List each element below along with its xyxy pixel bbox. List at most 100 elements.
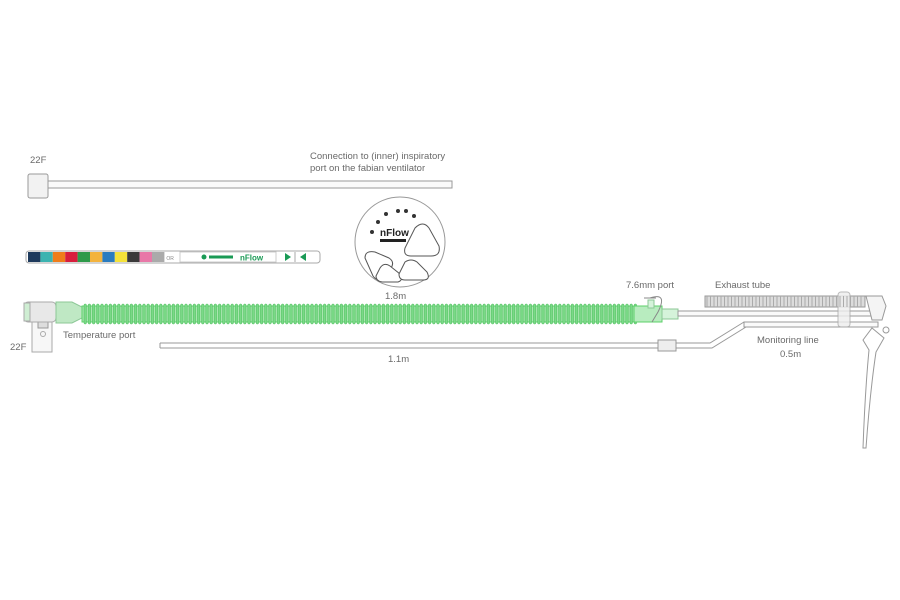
tube-rib: [134, 303, 138, 325]
tube-rib: [432, 303, 436, 325]
expiratory-tubing: [159, 310, 879, 352]
tube-rib: [209, 303, 213, 325]
tube-rib: [323, 303, 327, 325]
color-cell: [40, 252, 53, 262]
tube-rib: [138, 303, 142, 325]
tube-rib: [344, 303, 348, 325]
tube-rib: [197, 303, 201, 325]
tube-rib: [251, 303, 255, 325]
tube-rib: [415, 303, 419, 325]
tube-rib: [402, 303, 406, 325]
tube-rib: [369, 303, 373, 325]
tube-rib: [255, 303, 259, 325]
tube-rib: [587, 303, 591, 325]
tube-rib: [512, 303, 516, 325]
tube-rib: [495, 303, 499, 325]
label-connection-line2: port on the fabian ventilator: [310, 163, 426, 174]
label-bottom-22f: 22F: [10, 342, 27, 353]
tube-rib: [314, 303, 318, 325]
inspiratory-tube-green: [81, 303, 638, 325]
7-6mm-port: [633, 296, 679, 323]
tube-rib: [423, 303, 427, 325]
tube-rib: [218, 303, 222, 325]
tube-rib: [474, 303, 478, 325]
tube-rib: [449, 303, 453, 325]
tube-rib: [554, 303, 558, 325]
color-coded-label-strip: nFlow OR: [25, 250, 321, 264]
strip-brand-logo: nFlow: [240, 254, 264, 263]
tube-rib: [377, 303, 381, 325]
tube-rib: [386, 303, 390, 325]
tube-rib: [331, 303, 335, 325]
color-cell: [152, 252, 165, 262]
tube-rib: [419, 303, 423, 325]
tube-rib: [285, 303, 289, 325]
tube-rib: [356, 303, 360, 325]
tube-rib: [302, 303, 306, 325]
tube-rib: [625, 303, 629, 325]
tube-rib: [583, 303, 587, 325]
label-monitoring-line: Monitoring line: [757, 335, 819, 346]
top-connector: [27, 173, 453, 199]
tube-rib: [528, 303, 532, 325]
tube-rib: [541, 303, 545, 325]
tube-rib: [117, 303, 121, 325]
tube-rib: [428, 303, 432, 325]
tube-rib: [549, 303, 553, 325]
label-connection-line1: Connection to (inner) inspiratory: [310, 151, 446, 162]
tube-rib: [407, 303, 411, 325]
tube-rib: [461, 303, 465, 325]
tube-rib: [87, 303, 91, 325]
color-cell: [114, 252, 128, 262]
tube-rib: [318, 303, 322, 325]
tube-rib: [457, 303, 461, 325]
tube-rib: [398, 303, 402, 325]
tube-rib: [129, 303, 133, 325]
tube-rib: [276, 303, 280, 325]
tube-rib: [499, 303, 503, 325]
tube-rib: [600, 303, 604, 325]
tube-rib: [243, 303, 247, 325]
tube-rib: [558, 303, 562, 325]
tube-rib: [440, 303, 444, 325]
label-monitoring-length: 0.5m: [780, 349, 802, 360]
tube-rib: [289, 303, 293, 325]
tube-rib: [575, 303, 579, 325]
tube-rib: [108, 303, 112, 325]
tube-rib: [570, 303, 574, 325]
tube-rib: [230, 303, 234, 325]
tube-rib: [83, 303, 87, 325]
tube-rib: [503, 303, 507, 325]
nflow-disc: nFlow: [354, 196, 446, 288]
tube-rib: [596, 303, 600, 325]
label-tube-length: 1.8m: [385, 291, 407, 302]
tube-rib: [520, 303, 524, 325]
tube-rib: [113, 303, 117, 325]
tube-rib: [150, 303, 154, 325]
color-cell: [127, 252, 140, 262]
exhaust-tube: [704, 291, 866, 328]
tube-rib: [239, 303, 243, 325]
tube-rib: [163, 303, 167, 325]
tube-rib: [629, 303, 633, 325]
brand-logo-icon: [201, 254, 207, 260]
tube-rib: [507, 303, 511, 325]
tube-rib: [310, 303, 314, 325]
tube-rib: [537, 303, 541, 325]
tube-rib: [226, 303, 230, 325]
tube-rib: [360, 303, 364, 325]
tube-rib: [381, 303, 385, 325]
tube-rib: [96, 303, 100, 325]
tube-rib: [562, 303, 566, 325]
tube-rib: [142, 303, 146, 325]
tube-rib: [327, 303, 331, 325]
tube-rib: [104, 303, 108, 325]
arrow-right-icon: [285, 253, 291, 261]
tube-rib: [390, 303, 394, 325]
tube-rib: [293, 303, 297, 325]
strip-last-cell: OR: [166, 256, 174, 262]
tube-rib: [180, 303, 184, 325]
tube-rib: [205, 303, 209, 325]
tube-rib: [411, 303, 415, 325]
tube-rib: [272, 303, 276, 325]
